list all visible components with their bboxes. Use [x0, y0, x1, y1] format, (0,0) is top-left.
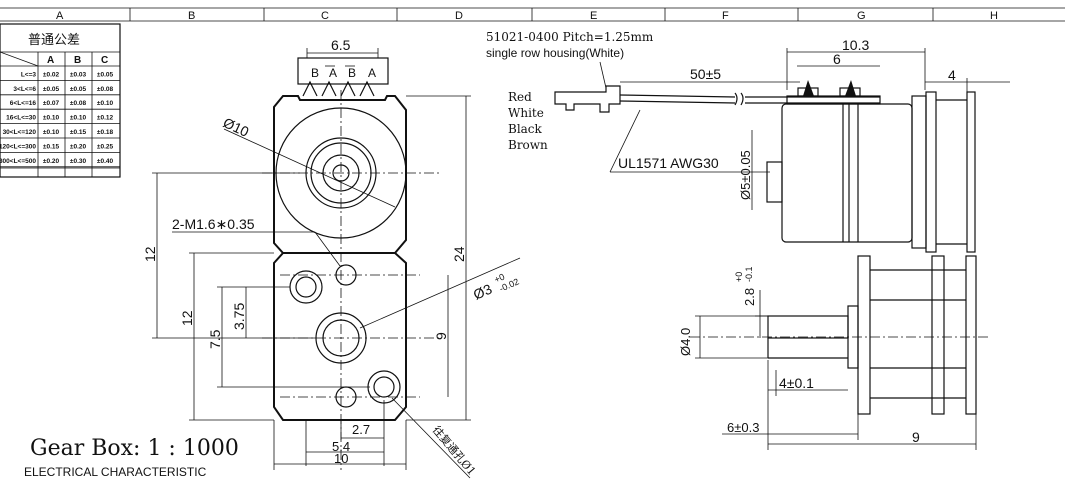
dim-holes: 2-M1.6∗0.35	[172, 216, 255, 232]
tol-value-c: ±0.40	[97, 158, 114, 165]
tol-value-c: ±0.05	[97, 71, 114, 78]
dim-9-side: 9	[912, 429, 920, 445]
tol-value-a: ±0.15	[43, 143, 60, 150]
dim-height-12-top: 12	[142, 246, 158, 262]
tol-value-b: ±0.20	[70, 143, 87, 150]
dim-shaft-dia: Ø5±0.05	[738, 150, 753, 200]
dim-2-7: 2.7	[352, 422, 370, 437]
wire-red: Red	[508, 90, 532, 104]
dim-width-4: 4	[948, 67, 956, 83]
dim-4-01: 4±0.1	[779, 375, 814, 391]
tol-value-c: ±0.18	[97, 129, 114, 136]
dim-3-75: 3.75	[231, 303, 247, 330]
tol-range: 16<L<=30	[6, 115, 36, 122]
wire-black: Black	[508, 122, 543, 136]
side-view: 10.3 6 4 Ø5±0.05	[678, 37, 1010, 450]
tol-value-c: ±0.10	[97, 100, 114, 107]
tol-range: 3<L<=6	[13, 86, 36, 93]
tol-value-c: ±0.25	[97, 143, 114, 150]
dim-shaft-tol-upper: +0	[493, 272, 506, 285]
tol-range: 6<L<=16	[10, 100, 37, 107]
connector-cable: 51021-0400 Pitch=1.25mm single row housi…	[486, 30, 880, 173]
tol-value-a: ±0.10	[43, 115, 60, 122]
grid-col-a: A	[56, 10, 64, 22]
wire-brown: Brown	[508, 138, 548, 152]
tol-range: 30<L<=120	[3, 129, 37, 136]
dim-2-8-tol-upper: +0	[734, 272, 744, 282]
tol-head-a: A	[47, 55, 54, 66]
dim-cable-length: 50±5	[690, 66, 721, 82]
tol-value-b: ±0.03	[70, 71, 87, 78]
tol-head-c: C	[101, 55, 108, 66]
tolerance-title: 普通公差	[28, 33, 80, 48]
tol-value-c: ±0.08	[97, 86, 114, 93]
connector-housing	[297, 57, 389, 85]
tolerance-table: 普通公差 A B C L<=3 ±0.02 ±0.03 ±0.05 3<L<=6 ±0.0…	[0, 23, 121, 178]
connector-housing-text: single row housing(White)	[486, 46, 624, 60]
tol-value-b: ±0.05	[70, 86, 87, 93]
tol-value-b: ±0.10	[70, 115, 87, 122]
grid-col-h: H	[990, 10, 998, 22]
dim-d-4-0: Ø4.0	[678, 328, 693, 356]
grid-col-g: G	[857, 10, 866, 22]
output-shaft	[767, 315, 849, 339]
pin-label-1: B	[311, 66, 319, 80]
electrical-heading: ELECTRICAL CHARACTERISTIC	[24, 465, 207, 479]
tol-head-b: B	[74, 55, 81, 66]
connector-part: 51021-0400 Pitch=1.25mm	[486, 30, 654, 44]
grid-col-d: D	[455, 10, 463, 22]
dim-width-6: 6	[833, 51, 841, 67]
grid-bar: A B C D E F G H	[0, 7, 1065, 22]
tol-value-b: ±0.08	[70, 100, 87, 107]
pin-label-3: B	[348, 66, 356, 80]
pin-label-2: A	[329, 66, 337, 80]
dim-height-12-mid: 12	[179, 310, 195, 326]
dim-width-10-3: 10.3	[842, 37, 869, 53]
tol-range: 120<L<=300	[0, 143, 36, 150]
gear-box-ratio: Gear Box: 1 : 1000	[30, 436, 239, 461]
grid-col-e: E	[590, 10, 597, 22]
dim-10: 10	[334, 451, 348, 466]
grid-col-c: C	[321, 10, 329, 22]
front-view: B A B A 6.5	[142, 37, 521, 479]
tol-value-a: ±0.02	[43, 71, 60, 78]
dim-6-03: 6±0.3	[727, 420, 759, 435]
grid-col-f: F	[722, 10, 729, 22]
pin-label-4: A	[368, 66, 376, 80]
connector-plug	[554, 85, 621, 113]
dim-shaft-hole: Ø3	[471, 280, 495, 302]
tol-value-b: ±0.15	[70, 129, 87, 136]
dim-5-4: 5.4	[332, 439, 350, 454]
dim-2-8: 2.8	[742, 288, 757, 306]
tol-range: L<=3	[21, 71, 37, 78]
dim-2-8-tol-lower: -0.1	[744, 266, 754, 282]
cable-spec: UL1571 AWG30	[618, 155, 719, 171]
dim-9: 9	[433, 332, 449, 340]
tol-range: 300<L<=500	[0, 158, 36, 165]
tol-value-a: ±0.05	[43, 86, 60, 93]
tol-value-a: ±0.20	[43, 158, 60, 165]
tol-value-a: ±0.10	[43, 129, 60, 136]
tol-value-c: ±0.12	[97, 115, 114, 122]
note-through-hole: 往复通孔Ø1	[430, 423, 479, 478]
dim-connector-width: 6.5	[331, 37, 351, 53]
dim-7-5: 7.5	[207, 329, 223, 349]
dim-motor-dia: Ø10	[221, 114, 252, 140]
gear-plate-1	[857, 255, 871, 415]
wire-white: White	[508, 106, 544, 120]
grid-col-b: B	[188, 10, 195, 22]
tol-value-b: ±0.30	[70, 158, 87, 165]
tol-value-a: ±0.07	[43, 100, 60, 107]
dim-total-24: 24	[451, 246, 467, 262]
motor-body	[781, 103, 913, 243]
